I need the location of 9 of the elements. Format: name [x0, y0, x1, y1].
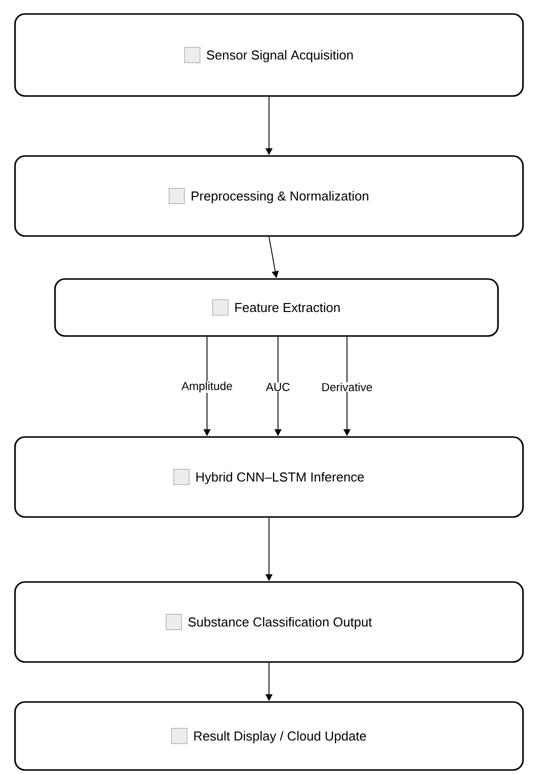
- edge-label: Amplitude: [180, 381, 234, 393]
- process-box: Hybrid CNN–LSTM Inference: [14, 436, 524, 518]
- process-box: Preprocessing & Normalization: [14, 155, 524, 237]
- process-box: Substance Classification Output: [14, 581, 524, 663]
- process-box: Sensor Signal Acquisition: [14, 13, 524, 97]
- process-box: Result Display / Cloud Update: [14, 701, 524, 771]
- edge-label: AUC: [265, 382, 291, 392]
- edge-label: Derivative: [320, 382, 374, 392]
- process-box: Feature Extraction: [54, 278, 499, 337]
